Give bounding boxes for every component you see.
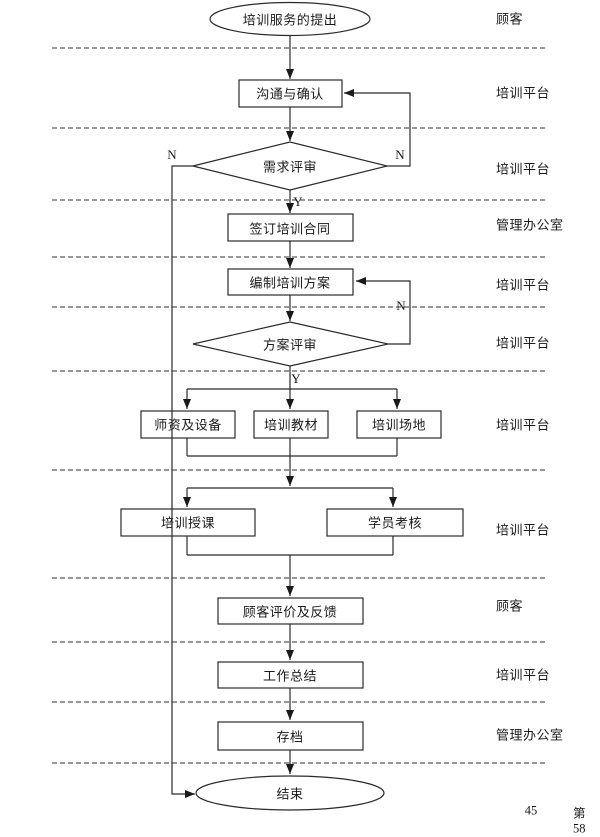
lane-label-platform-7: 培训平台 (496, 667, 551, 683)
assessment-box (326, 508, 464, 537)
lane-label-platform-6: 培训平台 (496, 522, 551, 538)
lane-label-customer-2: 顾客 (496, 598, 524, 614)
node-label-assessment: 学员考核 (367, 515, 423, 531)
node-label-materials: 培训教材 (263, 417, 319, 433)
connector-review2-no-loop (356, 277, 411, 345)
footer-page-label: 第 58 页 (573, 806, 586, 836)
materials-box (253, 410, 329, 439)
lane-label-platform-1: 培训平台 (496, 85, 551, 101)
lane-label-office-1: 管理办公室 (496, 217, 564, 233)
node-label-venue: 培训场地 (371, 417, 427, 433)
node-label-summary: 工作总结 (262, 668, 318, 684)
lane-label-platform-2: 培训平台 (496, 161, 551, 177)
node-label-contract: 签订培训合同 (249, 221, 331, 237)
node-label-teaching: 培训授课 (160, 515, 216, 531)
node-label-review1: 需求评审 (262, 159, 318, 175)
branch-label-review2-yes: Y (291, 371, 301, 386)
lane-label-customer-1: 顾客 (496, 11, 524, 27)
lane-label-platform-3: 培训平台 (496, 277, 551, 293)
node-label-teachers: 师资及设备 (154, 417, 222, 433)
venue-box (356, 410, 442, 439)
connector-review1-no-loop (344, 89, 411, 167)
teachers-box (140, 410, 236, 439)
branch-label-review1-no-right: N (395, 147, 405, 162)
node-label-plan: 编制培训方案 (249, 275, 331, 291)
node-label-end: 结束 (276, 786, 304, 802)
teaching-box (120, 508, 256, 537)
node-label-review2: 方案评审 (262, 337, 318, 353)
lane-divider-lines (52, 47, 546, 764)
branch-label-review1-yes: Y (293, 194, 303, 209)
connector-review1-no-end (171, 165, 195, 798)
lane-label-platform-5: 培训平台 (496, 417, 551, 433)
node-label-comm: 沟通与确认 (256, 86, 324, 102)
footer-number: 45 (524, 803, 538, 818)
branch-label-review1-no-left: N (167, 147, 177, 162)
node-label-feedback: 顾客评价及反馈 (242, 604, 338, 620)
start-ellipse (209, 1, 371, 37)
connectors (171, 36, 411, 798)
lane-label-platform-4: 培训平台 (496, 335, 551, 351)
lane-label-office-2: 管理办公室 (496, 727, 564, 743)
node-label-archive: 存档 (276, 729, 304, 745)
node-label-start: 培训服务的提出 (242, 12, 338, 28)
end-ellipse (195, 775, 385, 811)
branch-label-review2-no: N (396, 298, 406, 313)
